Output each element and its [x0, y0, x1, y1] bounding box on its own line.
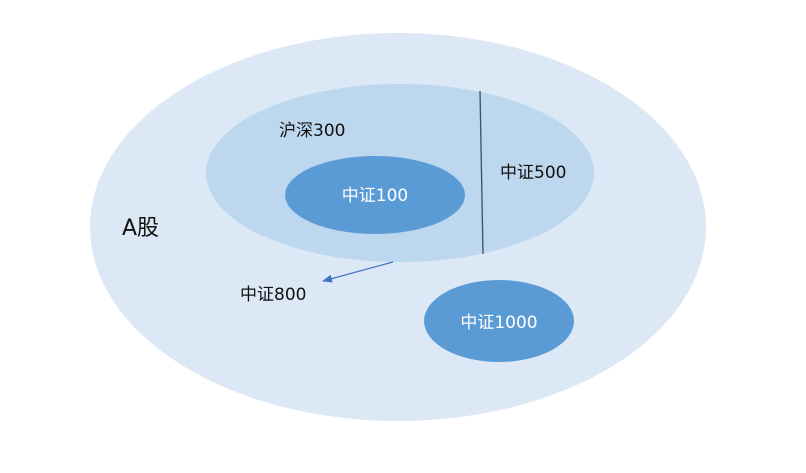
- zz800-label: 中证800: [240, 285, 306, 305]
- a-share-label: A股: [122, 216, 159, 241]
- zz500-label: 中证500: [500, 163, 566, 183]
- zz100-ellipse: [285, 156, 465, 234]
- zz1000-ellipse: [424, 280, 574, 362]
- zz800-arrow: [322, 261, 394, 283]
- hs300-zz500-divider: [479, 90, 484, 255]
- hs300-label: 沪深300: [279, 121, 345, 141]
- zz1000-label: 中证1000: [460, 313, 537, 333]
- zz100-label: 中证100: [342, 186, 408, 206]
